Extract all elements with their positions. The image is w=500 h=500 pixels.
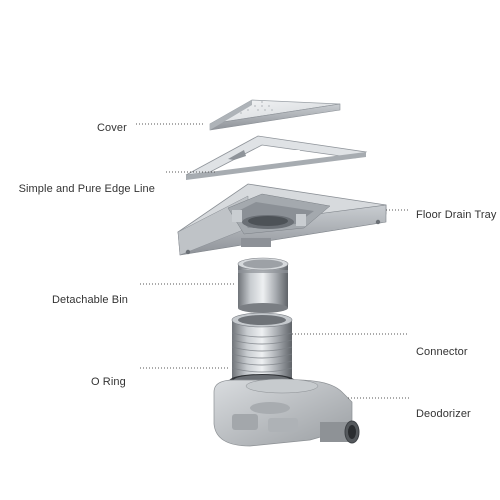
label-detachable-bin: Detachable Bin [52, 294, 129, 306]
deodorizer-part [213, 378, 360, 447]
label-o-ring: O Ring [91, 376, 126, 388]
floor-drain-tray-part [177, 183, 387, 256]
edge-line-part [185, 135, 368, 180]
connector-part [231, 312, 293, 380]
cover-part [209, 99, 341, 131]
leader-lines [136, 123, 409, 399]
detachable-bin-part [237, 257, 289, 313]
label-connector: Connector [416, 346, 468, 358]
label-edge-line: Simple and Pure Edge Line [18, 183, 155, 195]
label-deodorizer: Deodorizer [416, 408, 471, 420]
label-cover: Cover [97, 122, 127, 134]
label-floor-drain-tray: Floor Drain Tray [416, 209, 497, 221]
